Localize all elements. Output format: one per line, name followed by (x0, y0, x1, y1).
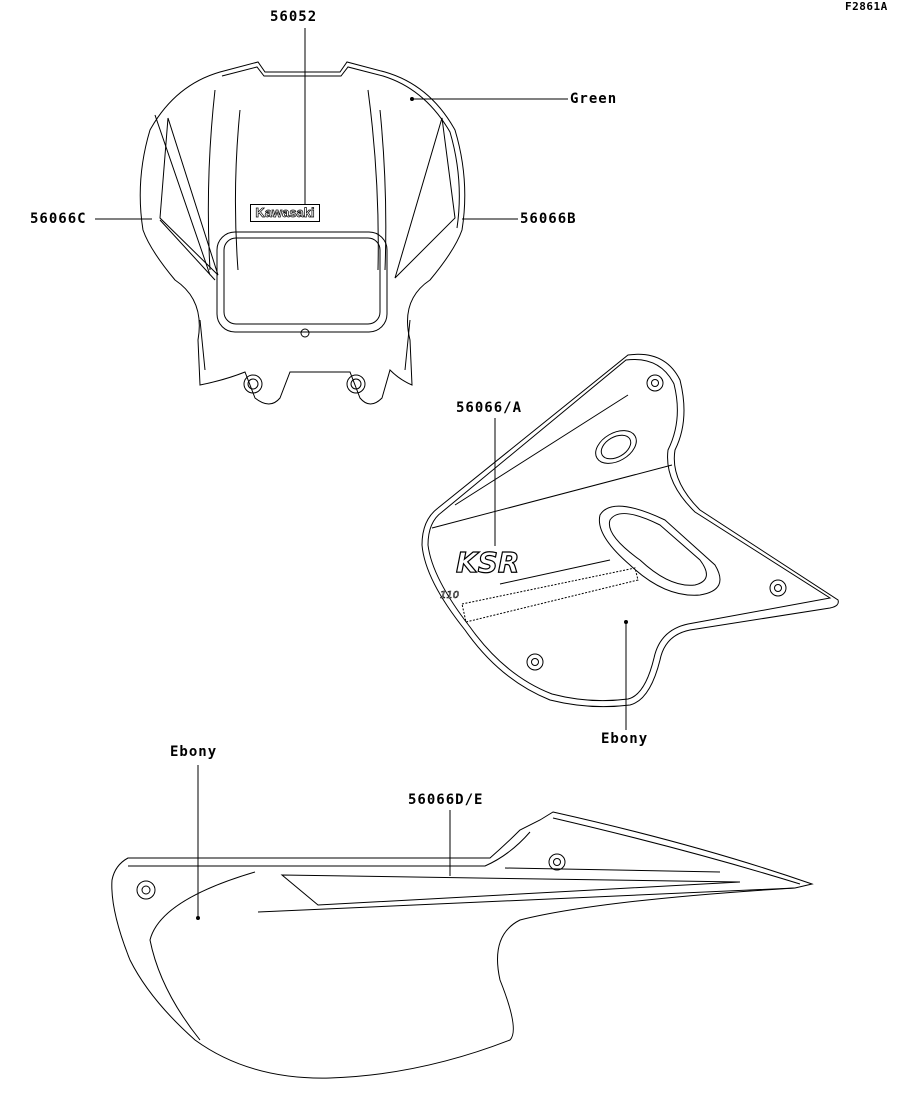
rear-cover (111, 811, 814, 1079)
ksr-logo-text: KSR (456, 546, 519, 579)
color-label-ebony-side: Ebony (601, 731, 649, 747)
part-label-56066c: 56066C (30, 211, 87, 227)
dot-pattern (461, 567, 639, 623)
color-label-green: Green (570, 91, 618, 107)
part-label-56066a: 56066/A (456, 400, 523, 416)
headlight-opening (216, 231, 388, 333)
kawasaki-logo: Kawasaki (250, 204, 320, 222)
left-stripe-decal (154, 114, 216, 281)
part-label-56066b: 56066B (520, 211, 577, 227)
side-cover: KSR 110 (421, 353, 839, 708)
color-label-ebony-rear: Ebony (170, 744, 218, 760)
right-stripe-shape (394, 117, 456, 279)
part-label-56052: 56052 (270, 9, 318, 25)
left-stripe-shape (159, 117, 219, 276)
headlight-cowl (139, 61, 466, 405)
ksr-logo: KSR 110 (440, 545, 639, 623)
stripe-decal (280, 874, 741, 906)
part-label-56066de: 56066D/E (408, 792, 484, 808)
figure-id: F2861A (845, 0, 888, 13)
model-number-text: 110 (440, 590, 459, 601)
